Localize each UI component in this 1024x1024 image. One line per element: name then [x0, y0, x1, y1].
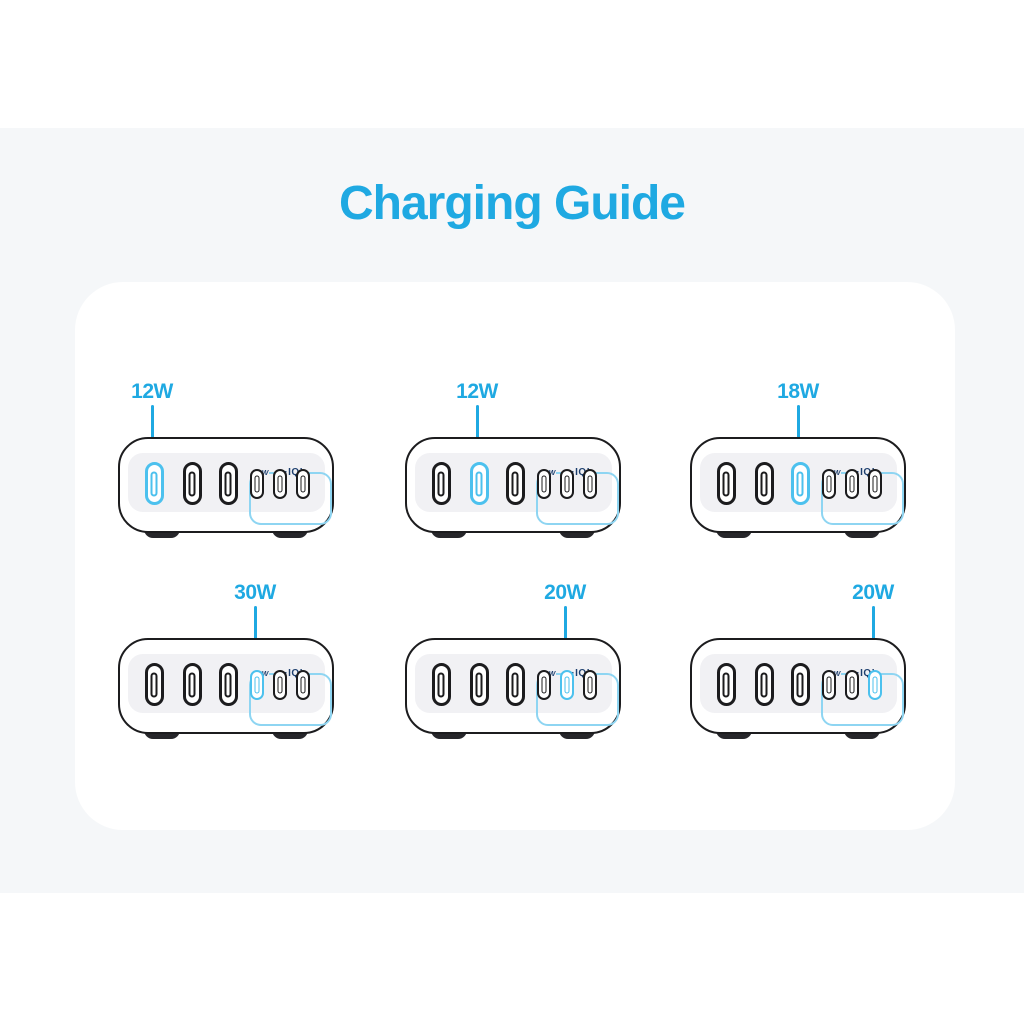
charger-illustration: 20W 30W ·IQ’: [405, 581, 621, 751]
port-slit: [564, 676, 570, 694]
port-slit: [849, 676, 855, 694]
port-slit: [188, 471, 196, 496]
port-slit: [254, 475, 260, 493]
charger-body: 30W ·IQ’: [405, 437, 621, 533]
callout-line: [796, 405, 800, 464]
port-slit: [437, 471, 445, 496]
port-slit: [254, 676, 260, 694]
usb-port-small: [273, 670, 287, 700]
usb-port-small: [537, 670, 551, 700]
port-slit: [300, 475, 306, 493]
wattage-label: 30W: [234, 581, 276, 604]
usb-port-large: [144, 663, 164, 706]
usb-port-small: [250, 670, 264, 700]
charger-illustration: 12W 30W ·IQ’: [405, 380, 621, 550]
usb-port-small: [845, 670, 859, 700]
port-slit: [188, 672, 196, 697]
port-slit: [277, 676, 283, 694]
usb-port-small: [845, 469, 859, 499]
port-slit: [437, 672, 445, 697]
page-title: Charging Guide: [339, 177, 686, 230]
port-slit: [760, 672, 768, 697]
usb-port-large: [469, 663, 489, 706]
port-slit: [760, 471, 768, 496]
port-slit: [224, 672, 232, 697]
usb-port-small: [560, 469, 574, 499]
port-slit: [541, 475, 547, 493]
port-slit: [475, 471, 483, 496]
port-slit: [796, 672, 804, 697]
port-slit: [587, 676, 593, 694]
usb-port-small: [296, 469, 310, 499]
wattage-label: 20W: [852, 581, 894, 604]
usb-port-large: [505, 663, 525, 706]
usb-port-small: [296, 670, 310, 700]
charger-body: 30W ·IQ’: [690, 638, 906, 734]
charger-illustration: 30W 30W ·IQ’: [118, 581, 334, 751]
usb-port-large: [790, 462, 810, 505]
usb-port-large: [469, 462, 489, 505]
port-slit: [541, 676, 547, 694]
port-slit: [300, 676, 306, 694]
usb-port-large: [754, 462, 774, 505]
usb-port-small: [583, 670, 597, 700]
charger-illustration: 12W 30W ·IQ’: [118, 380, 334, 550]
port-slit: [564, 475, 570, 493]
usb-port-large: [790, 663, 810, 706]
usb-port-small: [537, 469, 551, 499]
charger-illustration: 18W 30W ·IQ’: [690, 380, 906, 550]
port-slit: [511, 672, 519, 697]
usb-port-small: [868, 670, 882, 700]
usb-port-small: [583, 469, 597, 499]
usb-port-large: [182, 462, 202, 505]
usb-port-large: [716, 462, 736, 505]
port-slit: [872, 475, 878, 493]
callout-line: [150, 405, 154, 464]
port-slit: [150, 672, 158, 697]
usb-port-small: [273, 469, 287, 499]
port-slit: [722, 471, 730, 496]
port-slit: [277, 475, 283, 493]
wattage-label: 18W: [777, 380, 819, 403]
usb-port-large: [218, 462, 238, 505]
port-slit: [722, 672, 730, 697]
charger-body: 30W ·IQ’: [118, 437, 334, 533]
charger-body: 30W ·IQ’: [118, 638, 334, 734]
wattage-label: 12W: [131, 380, 173, 403]
port-slit: [150, 471, 158, 496]
charging-guide-card: 12W 30W ·IQ’ 12W 30W: [75, 282, 955, 830]
usb-port-large: [431, 663, 451, 706]
usb-port-large: [716, 663, 736, 706]
usb-port-small: [822, 469, 836, 499]
port-slit: [587, 475, 593, 493]
port-slit: [826, 676, 832, 694]
port-slit: [796, 471, 804, 496]
usb-port-large: [182, 663, 202, 706]
usb-port-small: [822, 670, 836, 700]
usb-port-large: [144, 462, 164, 505]
port-slit: [224, 471, 232, 496]
wattage-label: 20W: [544, 581, 586, 604]
usb-port-small: [868, 469, 882, 499]
usb-port-large: [218, 663, 238, 706]
usb-port-large: [505, 462, 525, 505]
port-slit: [826, 475, 832, 493]
usb-port-large: [431, 462, 451, 505]
port-slit: [849, 475, 855, 493]
port-slit: [475, 672, 483, 697]
charger-illustration: 20W 30W ·IQ’: [690, 581, 906, 751]
usb-port-large: [754, 663, 774, 706]
usb-port-small: [560, 670, 574, 700]
charger-body: 30W ·IQ’: [690, 437, 906, 533]
wattage-label: 12W: [456, 380, 498, 403]
port-slit: [511, 471, 519, 496]
callout-line: [475, 405, 479, 464]
usb-port-small: [250, 469, 264, 499]
port-slit: [872, 676, 878, 694]
charger-body: 30W ·IQ’: [405, 638, 621, 734]
